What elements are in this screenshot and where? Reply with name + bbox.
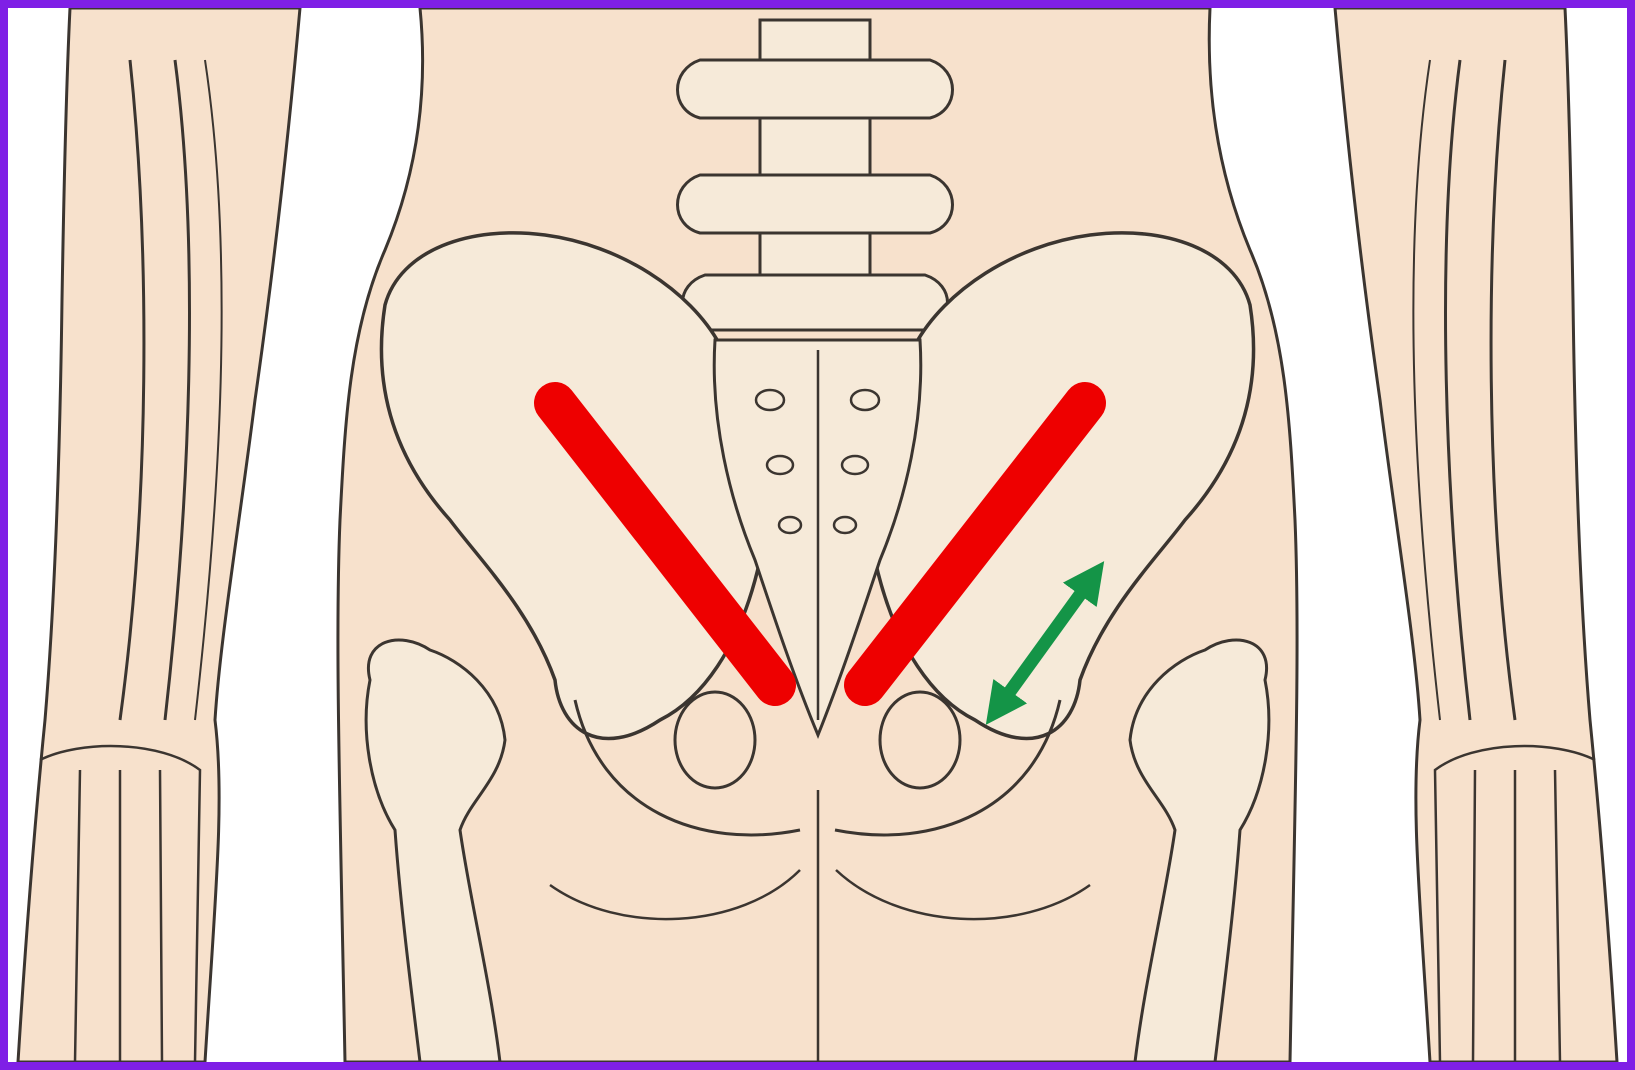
right-obturator	[880, 692, 960, 788]
left-arm	[18, 8, 300, 1062]
left-obturator	[675, 692, 755, 788]
lumbar-spine	[678, 20, 953, 330]
pelvis-illustration	[8, 8, 1627, 1062]
right-arm	[1335, 8, 1617, 1062]
